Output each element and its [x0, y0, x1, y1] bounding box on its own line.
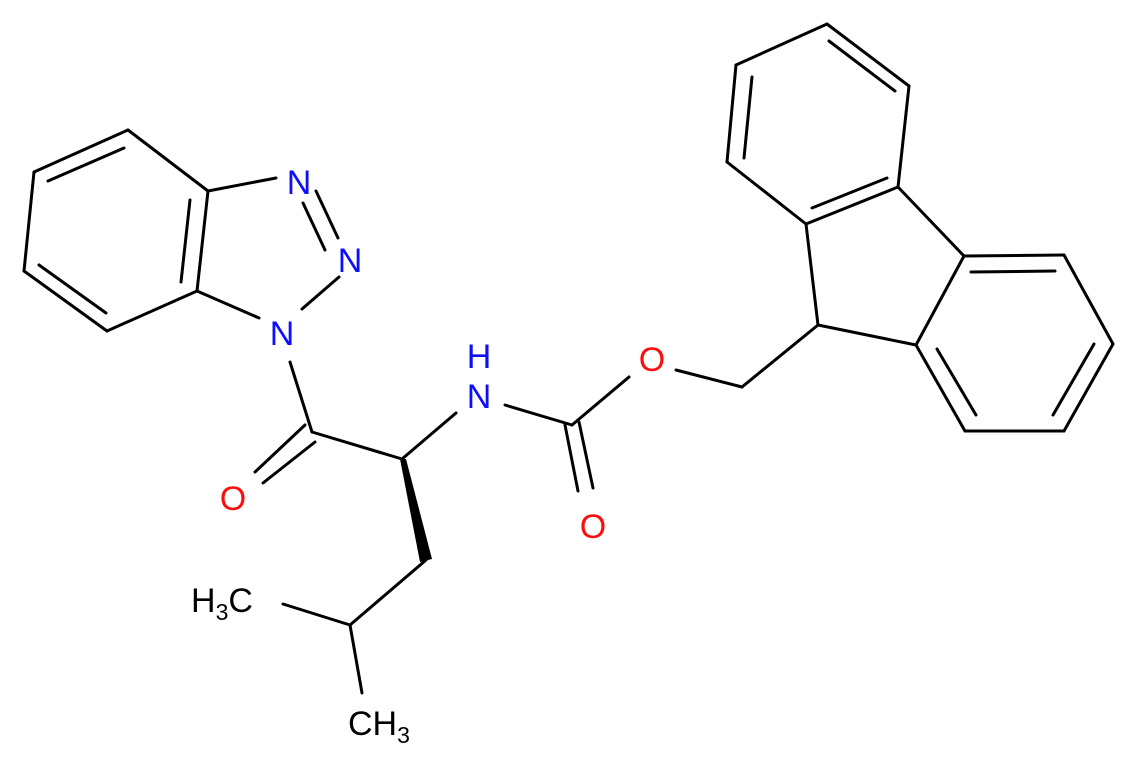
atom-n1-label: N — [270, 315, 295, 353]
isobutyl-bonds — [281, 558, 428, 695]
atom-carbamate-oxygen-label: O — [580, 508, 606, 546]
fluorene-bonds — [725, 22, 1115, 433]
atom-nh-n-label: N — [467, 378, 492, 416]
atom-ketone-oxygen-label: O — [220, 480, 246, 518]
atom-n3-label: N — [287, 164, 312, 202]
methyl-bottom-label: CH3 — [348, 705, 410, 748]
atom-n2-label: N — [338, 242, 363, 280]
atom-ester-oxygen-label: O — [639, 341, 665, 379]
backbone-bonds — [253, 323, 820, 493]
benzotriazole-benzene-ring — [22, 128, 210, 333]
stereo-wedge-bond — [400, 459, 432, 562]
triazole-ring-bonds — [195, 176, 341, 320]
atom-nh-h-label: H — [467, 338, 492, 376]
methyl-top-label: H3C — [191, 582, 253, 625]
